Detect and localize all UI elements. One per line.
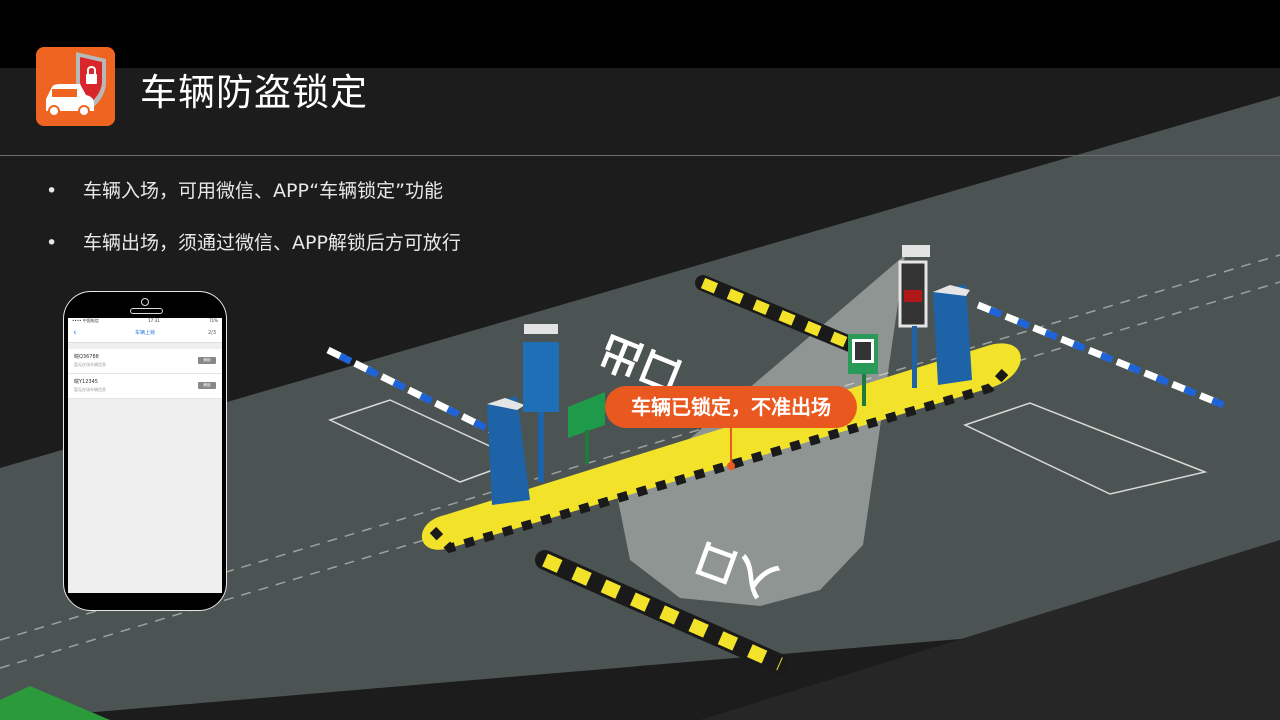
gate-arm-right — [988, 306, 1228, 410]
green-corner — [0, 686, 110, 720]
vehicle-status: 暂无在场车辆信息 — [74, 387, 106, 392]
vehicle-plate: 皖Y12345 — [74, 379, 98, 385]
gate-arm-left — [326, 346, 492, 434]
phone-camera — [141, 298, 149, 306]
parking-box — [963, 402, 1208, 495]
phone-speaker — [130, 308, 163, 314]
bullet-dot: • — [46, 180, 58, 202]
unlock-button[interactable]: 解锁 — [198, 357, 216, 364]
status-bar: •••• 中国电信 17:31 71% — [68, 318, 222, 324]
phone-screen: •••• 中国电信 17:31 71% ‹ 车辆上锁 2/3 皖Q36788 暂… — [68, 318, 222, 593]
list-item: 皖Q36788 暂无在场车辆信息 解锁 — [68, 349, 222, 374]
title-divider — [0, 155, 1280, 156]
nav-title: 车辆上锁 — [134, 330, 155, 336]
top-black-band — [0, 0, 1280, 68]
hazard-strip — [695, 275, 858, 352]
vehicle-plate: 皖Q36788 — [74, 354, 99, 360]
hazard-strip — [542, 553, 783, 671]
road-dark-corner — [700, 540, 1280, 720]
phone-mockup: •••• 中国电信 17:31 71% ‹ 车辆上锁 2/3 皖Q36788 暂… — [63, 291, 227, 611]
left-barrier-gate — [487, 396, 530, 505]
callout-pointer-dot — [727, 462, 735, 470]
status-time: 17:31 — [148, 318, 160, 323]
right-kiosk — [898, 245, 930, 388]
traffic-island — [421, 343, 1021, 554]
vehicle-status: 暂无在场车辆信息 — [74, 362, 106, 367]
status-carrier: •••• 中国电信 — [72, 318, 99, 323]
page-indicator: 2/3 — [207, 330, 216, 336]
bullet-text: 车辆出场，须通过微信、APP解锁后方可放行 — [83, 232, 461, 254]
unlock-button[interactable]: 解锁 — [198, 382, 216, 389]
page-title: 车辆防盗锁定 — [140, 71, 368, 114]
app-logo — [36, 47, 115, 126]
qr-sign — [848, 334, 878, 406]
back-icon[interactable]: ‹ — [73, 328, 77, 338]
car-shield-lock-icon — [46, 52, 106, 117]
status-battery: 71% — [209, 318, 218, 323]
app-nav-bar: ‹ 车辆上锁 2/3 — [68, 324, 222, 343]
bullet-text: 车辆入场，可用微信、APP“车辆锁定”功能 — [83, 180, 443, 202]
green-sign — [568, 392, 605, 464]
locked-callout: 车辆已锁定，不准出场 — [605, 386, 857, 428]
vehicle-list: 皖Q36788 暂无在场车辆信息 解锁 皖Y12345 暂无在场车辆信息 解锁 — [68, 349, 222, 399]
right-barrier-gate — [933, 284, 972, 385]
left-camera-post — [523, 324, 559, 482]
list-item: 皖Y12345 暂无在场车辆信息 解锁 — [68, 374, 222, 399]
bullet-dot: • — [46, 232, 58, 254]
